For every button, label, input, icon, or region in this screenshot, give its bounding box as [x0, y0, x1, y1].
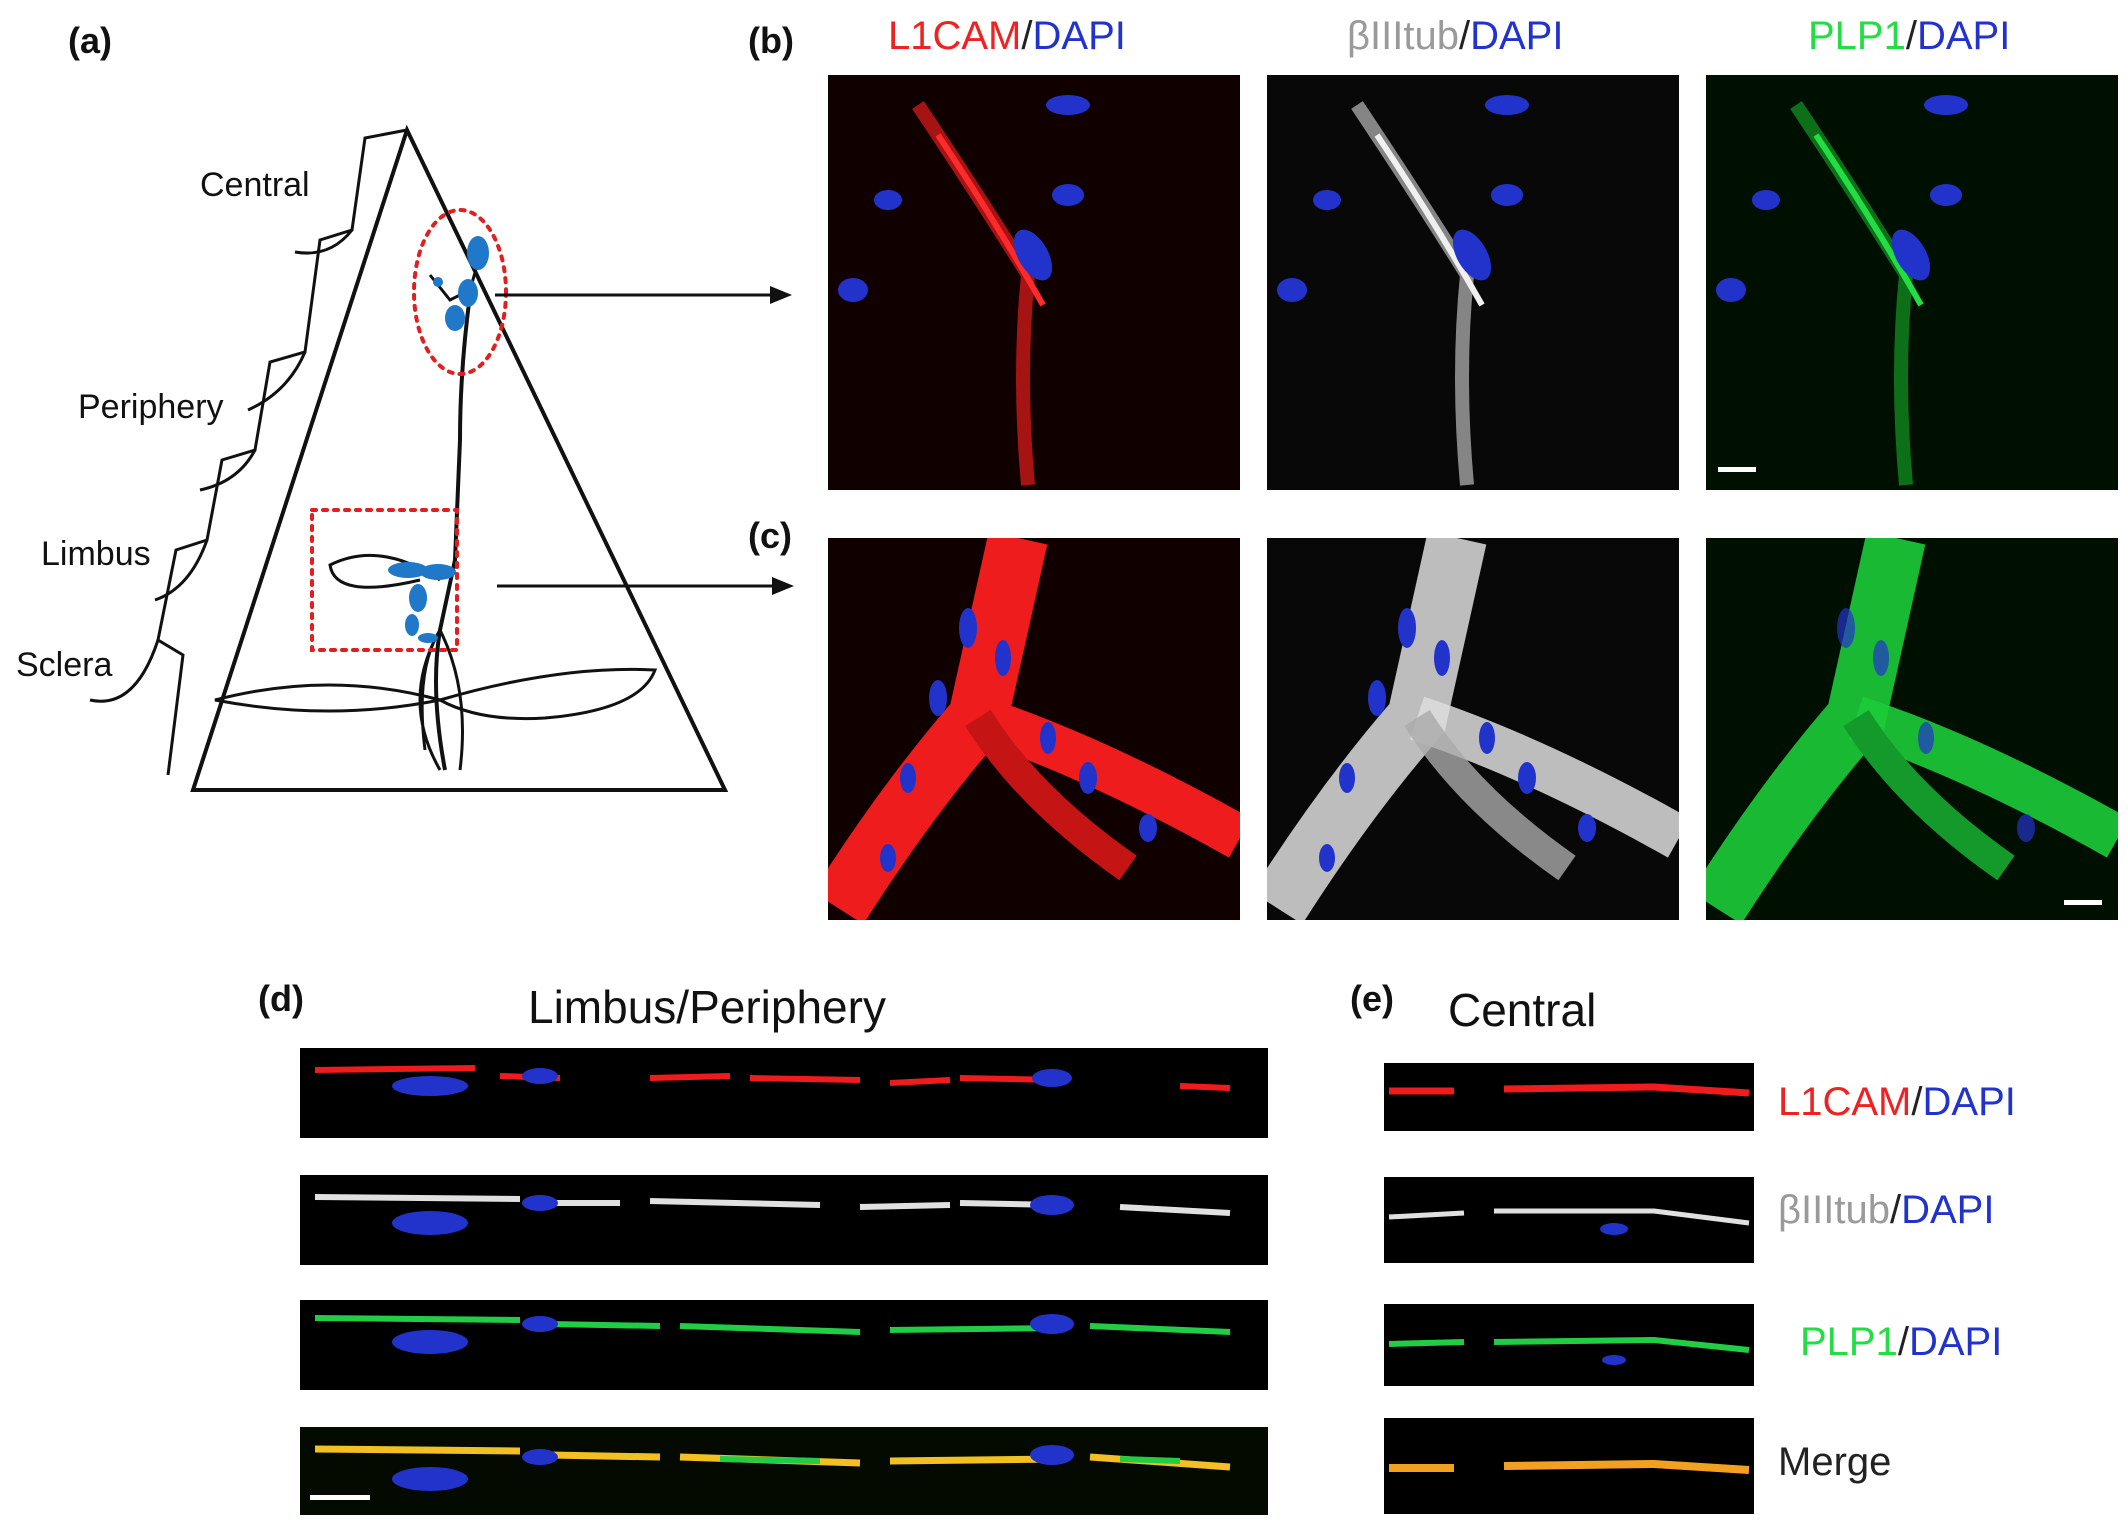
micrograph-b-plp1	[1706, 75, 2118, 490]
micrograph-c-biiitub	[1267, 538, 1679, 920]
strip-d-l1cam	[300, 1048, 1268, 1138]
panel-a-label: (a)	[68, 20, 112, 61]
strip-e-l1cam	[1384, 1063, 1754, 1131]
region-label-limbus: Limbus	[41, 535, 151, 573]
label-e-l1cam-dapi: L1CAM/DAPI	[1778, 1080, 2016, 1124]
panel-c-label: (c)	[748, 515, 792, 556]
cornea-wedge-diagram	[89, 124, 794, 792]
micrograph-b-l1cam	[828, 75, 1240, 490]
strip-d-merge	[300, 1427, 1268, 1515]
panel-e-label: (e)	[1350, 978, 1394, 1019]
micrograph-c-l1cam	[828, 538, 1240, 920]
panel-d-label: (d)	[258, 978, 304, 1019]
strip-d-plp1	[300, 1300, 1268, 1390]
strip-d-biiitub	[300, 1175, 1268, 1265]
panel-b-label: (b)	[748, 20, 794, 61]
region-label-sclera: Sclera	[16, 646, 113, 684]
label-e-merge: Merge	[1778, 1440, 1892, 1484]
section-title-d: Limbus/Periphery	[528, 981, 886, 1033]
strip-e-merge	[1384, 1418, 1754, 1514]
label-e-biiitub-dapi: βIIItub/DAPI	[1778, 1188, 1995, 1232]
region-label-central: Central	[200, 166, 310, 204]
region-label-periphery: Periphery	[78, 388, 224, 426]
header-plp1-dapi: PLP1/DAPI	[1808, 14, 2011, 58]
header-biiitub-dapi: βIIItub/DAPI	[1347, 14, 1564, 58]
label-e-plp1-dapi: PLP1/DAPI	[1800, 1320, 2003, 1364]
section-title-e: Central	[1448, 984, 1597, 1036]
strip-e-plp1	[1384, 1304, 1754, 1386]
header-l1cam-dapi: L1CAM/DAPI	[888, 14, 1126, 58]
micrograph-c-plp1	[1706, 538, 2118, 920]
micrograph-b-biiitub	[1267, 75, 1679, 490]
strip-e-biiitub	[1384, 1177, 1754, 1263]
